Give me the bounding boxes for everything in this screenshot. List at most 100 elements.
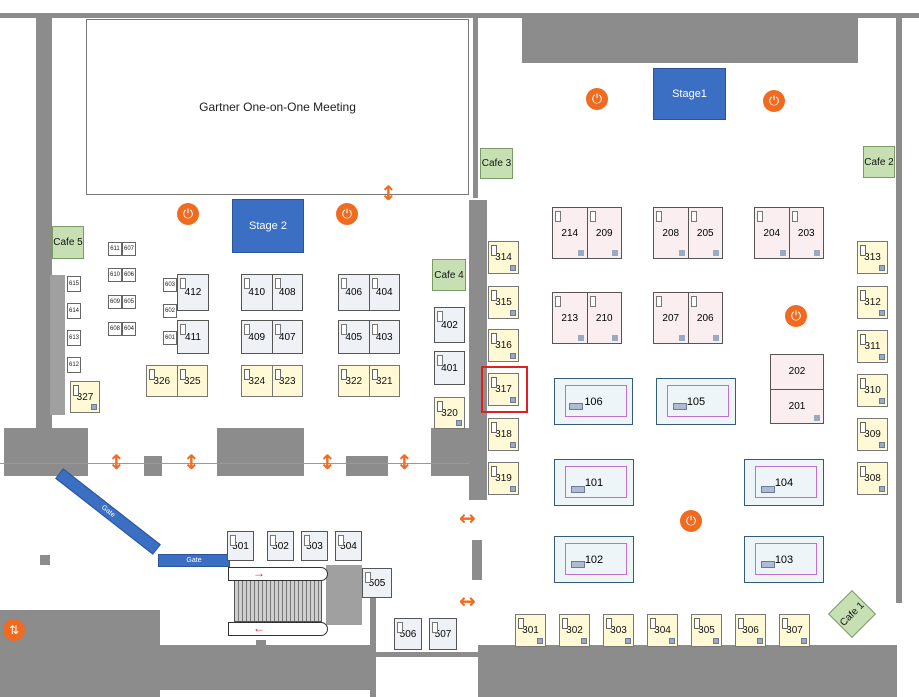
booth-503[interactable]: 503 — [301, 531, 328, 561]
booth-301[interactable]: 301 — [515, 614, 546, 647]
booth-410: 410 — [248, 287, 266, 298]
booth-pod-202-201[interactable]: 202 201 — [770, 354, 824, 424]
pillar-top-right — [522, 13, 858, 63]
booth-608[interactable]: 608 — [108, 322, 122, 336]
direction-arrow-icon: ↕ — [108, 450, 125, 474]
wall-lower-link — [376, 652, 478, 657]
cafe-3[interactable]: Cafe 3 — [480, 148, 513, 179]
cafe-1[interactable]: Cafe 1 — [827, 589, 877, 639]
booth-104[interactable]: 104 — [744, 459, 824, 506]
direction-arrow-icon: ↕ — [183, 450, 200, 474]
one-on-one-meeting-room[interactable]: Gartner One-on-One Meeting — [86, 19, 469, 195]
booth-604[interactable]: 604 — [122, 322, 136, 336]
booth-609[interactable]: 609 — [108, 295, 122, 309]
booth-322-321[interactable]: 322 321 — [338, 365, 400, 397]
booth-324-323[interactable]: 324 323 — [241, 365, 303, 397]
direction-arrow-icon: ↕ — [396, 450, 413, 474]
booth-303[interactable]: 303 — [603, 614, 634, 647]
booth-506[interactable]: 506 — [394, 618, 422, 650]
booth-501[interactable]: 501 — [227, 531, 254, 561]
booth-606[interactable]: 606 — [122, 268, 136, 282]
booth-pod-411[interactable]: 411 — [177, 320, 209, 354]
booth-317[interactable]: 317 — [488, 373, 519, 406]
booth-308[interactable]: 308 — [857, 462, 888, 495]
booth-304[interactable]: 304 — [647, 614, 678, 647]
booth-326-325[interactable]: 326 325 — [146, 365, 208, 397]
booth-319[interactable]: 319 — [488, 462, 519, 495]
booth-505[interactable]: 505 — [362, 568, 392, 598]
booth-313[interactable]: 313 — [857, 241, 888, 274]
selected-booth-highlight — [481, 366, 528, 413]
booth-611[interactable]: 611 — [108, 242, 122, 256]
booth-pod-412[interactable]: 412 — [177, 274, 209, 311]
booth-102[interactable]: 102 — [554, 536, 634, 583]
cafe-5-label: Cafe 5 — [53, 237, 83, 248]
booth-323: 323 — [278, 375, 296, 387]
booth-403: 403 — [375, 331, 393, 343]
stage-2[interactable]: Stage 2 — [232, 199, 304, 253]
gate-diagonal[interactable]: Gate — [55, 468, 161, 555]
booth-310[interactable]: 310 — [857, 374, 888, 407]
booth-306[interactable]: 306 — [735, 614, 766, 647]
booth-302[interactable]: 302 — [559, 614, 590, 647]
booth-316[interactable]: 316 — [488, 329, 519, 362]
booth-322: 322 — [345, 375, 363, 387]
booth-601[interactable]: 601 — [163, 331, 177, 345]
booth-504[interactable]: 504 — [335, 531, 362, 561]
gate-horizontal[interactable]: Gate — [158, 554, 230, 567]
booth-315[interactable]: 315 — [488, 286, 519, 319]
pillar-row-1 — [4, 428, 88, 476]
booth-612[interactable]: 612 — [67, 357, 81, 373]
booth-603[interactable]: 603 — [163, 278, 177, 292]
booth-106[interactable]: 106 — [554, 378, 633, 425]
booth-614[interactable]: 614 — [67, 303, 81, 319]
booth-311[interactable]: 311 — [857, 330, 888, 363]
booth-401[interactable]: 401 — [434, 351, 465, 385]
cafe-2[interactable]: Cafe 2 — [863, 146, 895, 178]
booth-320[interactable]: 320 — [434, 397, 465, 429]
booth-402[interactable]: 402 — [434, 307, 465, 343]
booth-213: 213 — [561, 312, 579, 324]
wall-center-divider-lower — [469, 200, 487, 500]
booth-208: 208 — [662, 227, 680, 239]
booth-605[interactable]: 605 — [122, 295, 136, 309]
booth-307[interactable]: 307 — [779, 614, 810, 647]
booth-202: 202 — [788, 366, 806, 378]
booth-502[interactable]: 502 — [267, 531, 294, 561]
booth-507[interactable]: 507 — [429, 618, 457, 650]
booth-101[interactable]: 101 — [554, 459, 634, 506]
wall-center-divider — [473, 13, 478, 198]
direction-arrow-icon: ↔ — [459, 589, 476, 613]
booth-103[interactable]: 103 — [744, 536, 824, 583]
wall-lower-divider — [370, 595, 376, 697]
booth-206: 206 — [696, 312, 714, 324]
booth-309[interactable]: 309 — [857, 418, 888, 451]
cafe-4[interactable]: Cafe 4 — [432, 259, 466, 291]
booth-305[interactable]: 305 — [691, 614, 722, 647]
booth-105[interactable]: 105 — [656, 378, 736, 425]
booth-610[interactable]: 610 — [108, 268, 122, 282]
booth-318[interactable]: 318 — [488, 418, 519, 451]
booth-312[interactable]: 312 — [857, 286, 888, 319]
booth-327[interactable]: 327 — [70, 381, 100, 413]
booth-615[interactable]: 615 — [67, 276, 81, 292]
cafe-5[interactable]: Cafe 5 — [52, 226, 84, 259]
booth-602[interactable]: 602 — [163, 304, 177, 318]
booth-314[interactable]: 314 — [488, 241, 519, 274]
gate-diagonal-label: Gate — [99, 504, 117, 519]
booth-613[interactable]: 613 — [67, 330, 81, 346]
booth-607[interactable]: 607 — [122, 242, 136, 256]
escalator-icon[interactable]: ⇅ — [3, 619, 25, 641]
power-outlet-icon: ⏻ — [680, 510, 702, 532]
stage-1[interactable]: Stage1 — [653, 68, 726, 120]
